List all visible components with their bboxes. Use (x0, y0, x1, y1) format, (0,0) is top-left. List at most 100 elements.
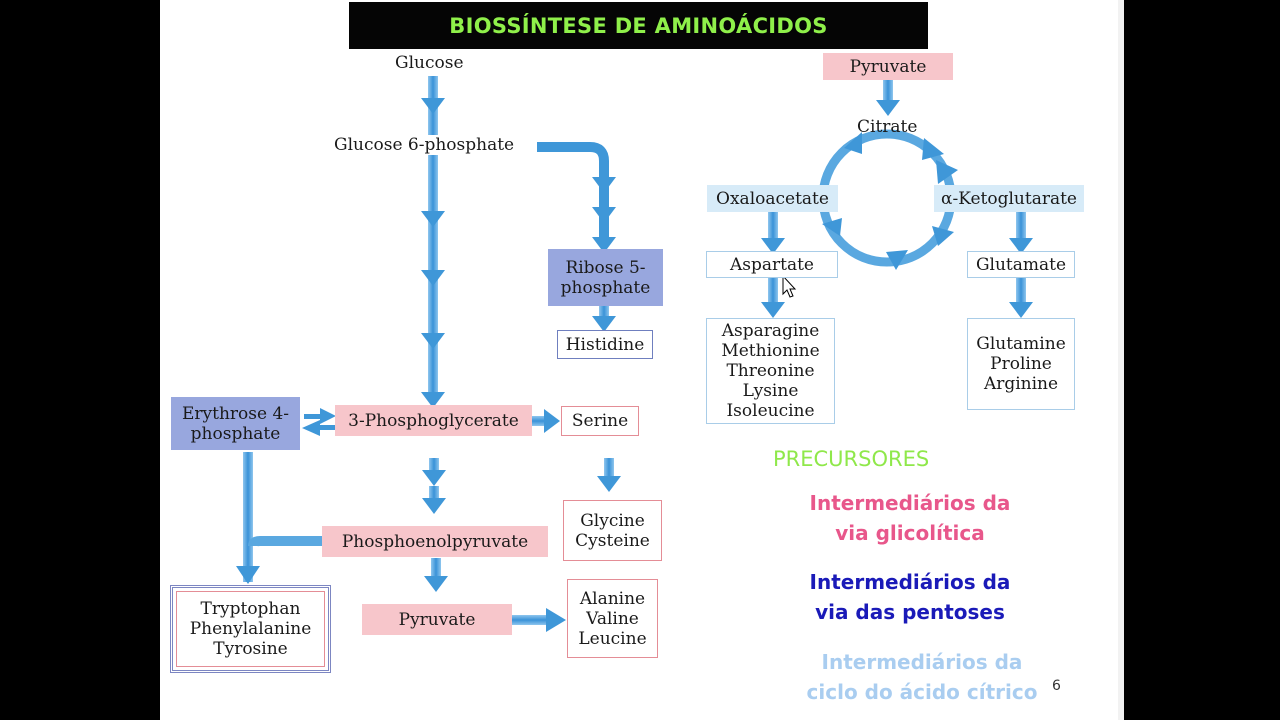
arrow-head (1009, 302, 1033, 318)
node-label: Arginine (983, 374, 1059, 394)
node-pyruvate: Pyruvate (362, 604, 512, 635)
arrow-shaft (599, 305, 609, 321)
arrow-head (546, 608, 566, 632)
arrow-head (876, 100, 900, 116)
arrow-head (592, 316, 616, 332)
arrow-shaft (429, 486, 439, 498)
legend-line: via das pentoses (815, 600, 1005, 624)
arrow-head (421, 211, 445, 227)
node-label: Glutamate (975, 254, 1067, 275)
node-aromatic-amino-acids: Tryptophan Phenylalanine Tyrosine (170, 585, 331, 673)
node-label: Phosphoenolpyruvate (341, 531, 529, 552)
legend-heading: PRECURSORES (773, 447, 930, 471)
cycle-arrow-head (922, 138, 944, 160)
glycolysis-trunk (428, 76, 438, 396)
node-label: Tryptophan (200, 599, 301, 619)
pep-branch (248, 536, 322, 547)
legend-line: Intermediários da (821, 650, 1023, 674)
node-label: Isoleucine (726, 401, 815, 421)
legend-line: via glicolítica (835, 521, 985, 545)
arrow-shaft (530, 416, 546, 426)
node-label: Leucine (578, 628, 647, 649)
slide-edge (1118, 0, 1124, 720)
node-erythrose-4-phosphate: Erythrose 4-phosphate (171, 397, 300, 450)
node-3-phosphoglycerate: 3-Phosphoglycerate (335, 405, 532, 436)
node-label: Oxaloacetate (716, 188, 829, 209)
legend-line: Intermediários da (809, 570, 1011, 594)
arrow-head (302, 420, 320, 436)
arrow-shaft (1016, 278, 1026, 304)
arrow-shaft (431, 558, 441, 580)
arrow-head (592, 237, 616, 253)
node-label: Ribose 5-phosphate (560, 257, 651, 298)
title-bar: BIOSSÍNTESE DE AMINOÁCIDOS (349, 2, 928, 49)
node-label: Threonine (726, 361, 815, 381)
arrow-shaft (304, 414, 324, 419)
node-alpha-ketoglutarate: α-Ketoglutarate (934, 185, 1084, 212)
node-aspartate: Aspartate (706, 251, 838, 278)
arrow-head (592, 207, 616, 223)
arrow-shaft (512, 615, 548, 625)
arrow-head (761, 238, 785, 254)
arrow-head (1009, 238, 1033, 254)
arrow-shaft (768, 278, 778, 304)
node-label: Pyruvate (849, 56, 927, 77)
pentose-branch (537, 142, 609, 242)
arrow-shaft (1016, 212, 1026, 240)
node-alanine-valine-leucine: Alanine Valine Leucine (567, 579, 658, 658)
arrow-shaft (316, 425, 336, 430)
mouse-cursor-icon (782, 274, 797, 298)
cycle-arrow-head (886, 250, 908, 270)
cycle-arrow-head (936, 160, 958, 184)
legend-line: Intermediários da (809, 491, 1011, 515)
page-number: 6 (1052, 678, 1061, 694)
legend-glycolytic: Intermediários da via glicolítica (805, 488, 1015, 548)
node-label: Cysteine (575, 530, 650, 551)
node-ribose-5-phosphate: Ribose 5-phosphate (548, 249, 663, 306)
arrow-head (422, 498, 446, 514)
arrow-head (421, 270, 445, 286)
arrow-head (320, 408, 336, 424)
arrow-head (421, 98, 445, 114)
arrow-head (592, 177, 616, 193)
node-glucose-6-phosphate: Glucose 6-phosphate (332, 135, 517, 155)
inner-frame: Tryptophan Phenylalanine Tyrosine (176, 591, 325, 667)
cycle-arrow-head (932, 226, 954, 246)
node-label: Tyrosine (213, 639, 288, 659)
legend-line: ciclo do ácido cítrico (806, 680, 1038, 704)
cycle-arrow-head (822, 218, 842, 236)
node-oxaloacetate: Oxaloacetate (707, 185, 838, 212)
node-label: Lysine (742, 381, 799, 401)
node-label: Alanine (579, 588, 646, 609)
node-label: Methionine (721, 341, 820, 361)
node-label: α-Ketoglutarate (941, 188, 1077, 209)
node-phosphoenolpyruvate: Phosphoenolpyruvate (322, 526, 548, 557)
node-label: Proline (990, 354, 1052, 374)
page-title: BIOSSÍNTESE DE AMINOÁCIDOS (449, 13, 828, 38)
legend-pentose: Intermediários da via das pentoses (800, 567, 1020, 627)
arrow-shaft (883, 80, 893, 102)
node-label: 3-Phosphoglycerate (348, 410, 519, 431)
node-citrate: Citrate (857, 117, 918, 137)
node-aspartate-family: Asparagine Methionine Threonine Lysine I… (706, 318, 835, 424)
node-label: Phenylalanine (189, 619, 312, 639)
node-serine: Serine (561, 406, 639, 436)
node-glutamate: Glutamate (967, 251, 1075, 278)
node-label: Asparagine (721, 321, 820, 341)
cycle-arrow-head (844, 132, 862, 154)
arrow-head (422, 470, 446, 486)
node-glutamate-family: Glutamine Proline Arginine (967, 318, 1075, 410)
node-label: Erythrose 4-phosphate (181, 403, 290, 444)
node-label: Histidine (565, 334, 645, 355)
arrow-shaft (429, 458, 439, 474)
node-label: Pyruvate (398, 609, 476, 630)
node-label: Glycine (580, 510, 645, 531)
node-label: Serine (571, 411, 629, 431)
node-glucose: Glucose (395, 53, 464, 73)
arrow-head (544, 409, 560, 433)
arrow-head (424, 576, 448, 592)
arrow-head (597, 476, 621, 492)
arrow-head (761, 302, 785, 318)
node-histidine: Histidine (557, 330, 653, 359)
